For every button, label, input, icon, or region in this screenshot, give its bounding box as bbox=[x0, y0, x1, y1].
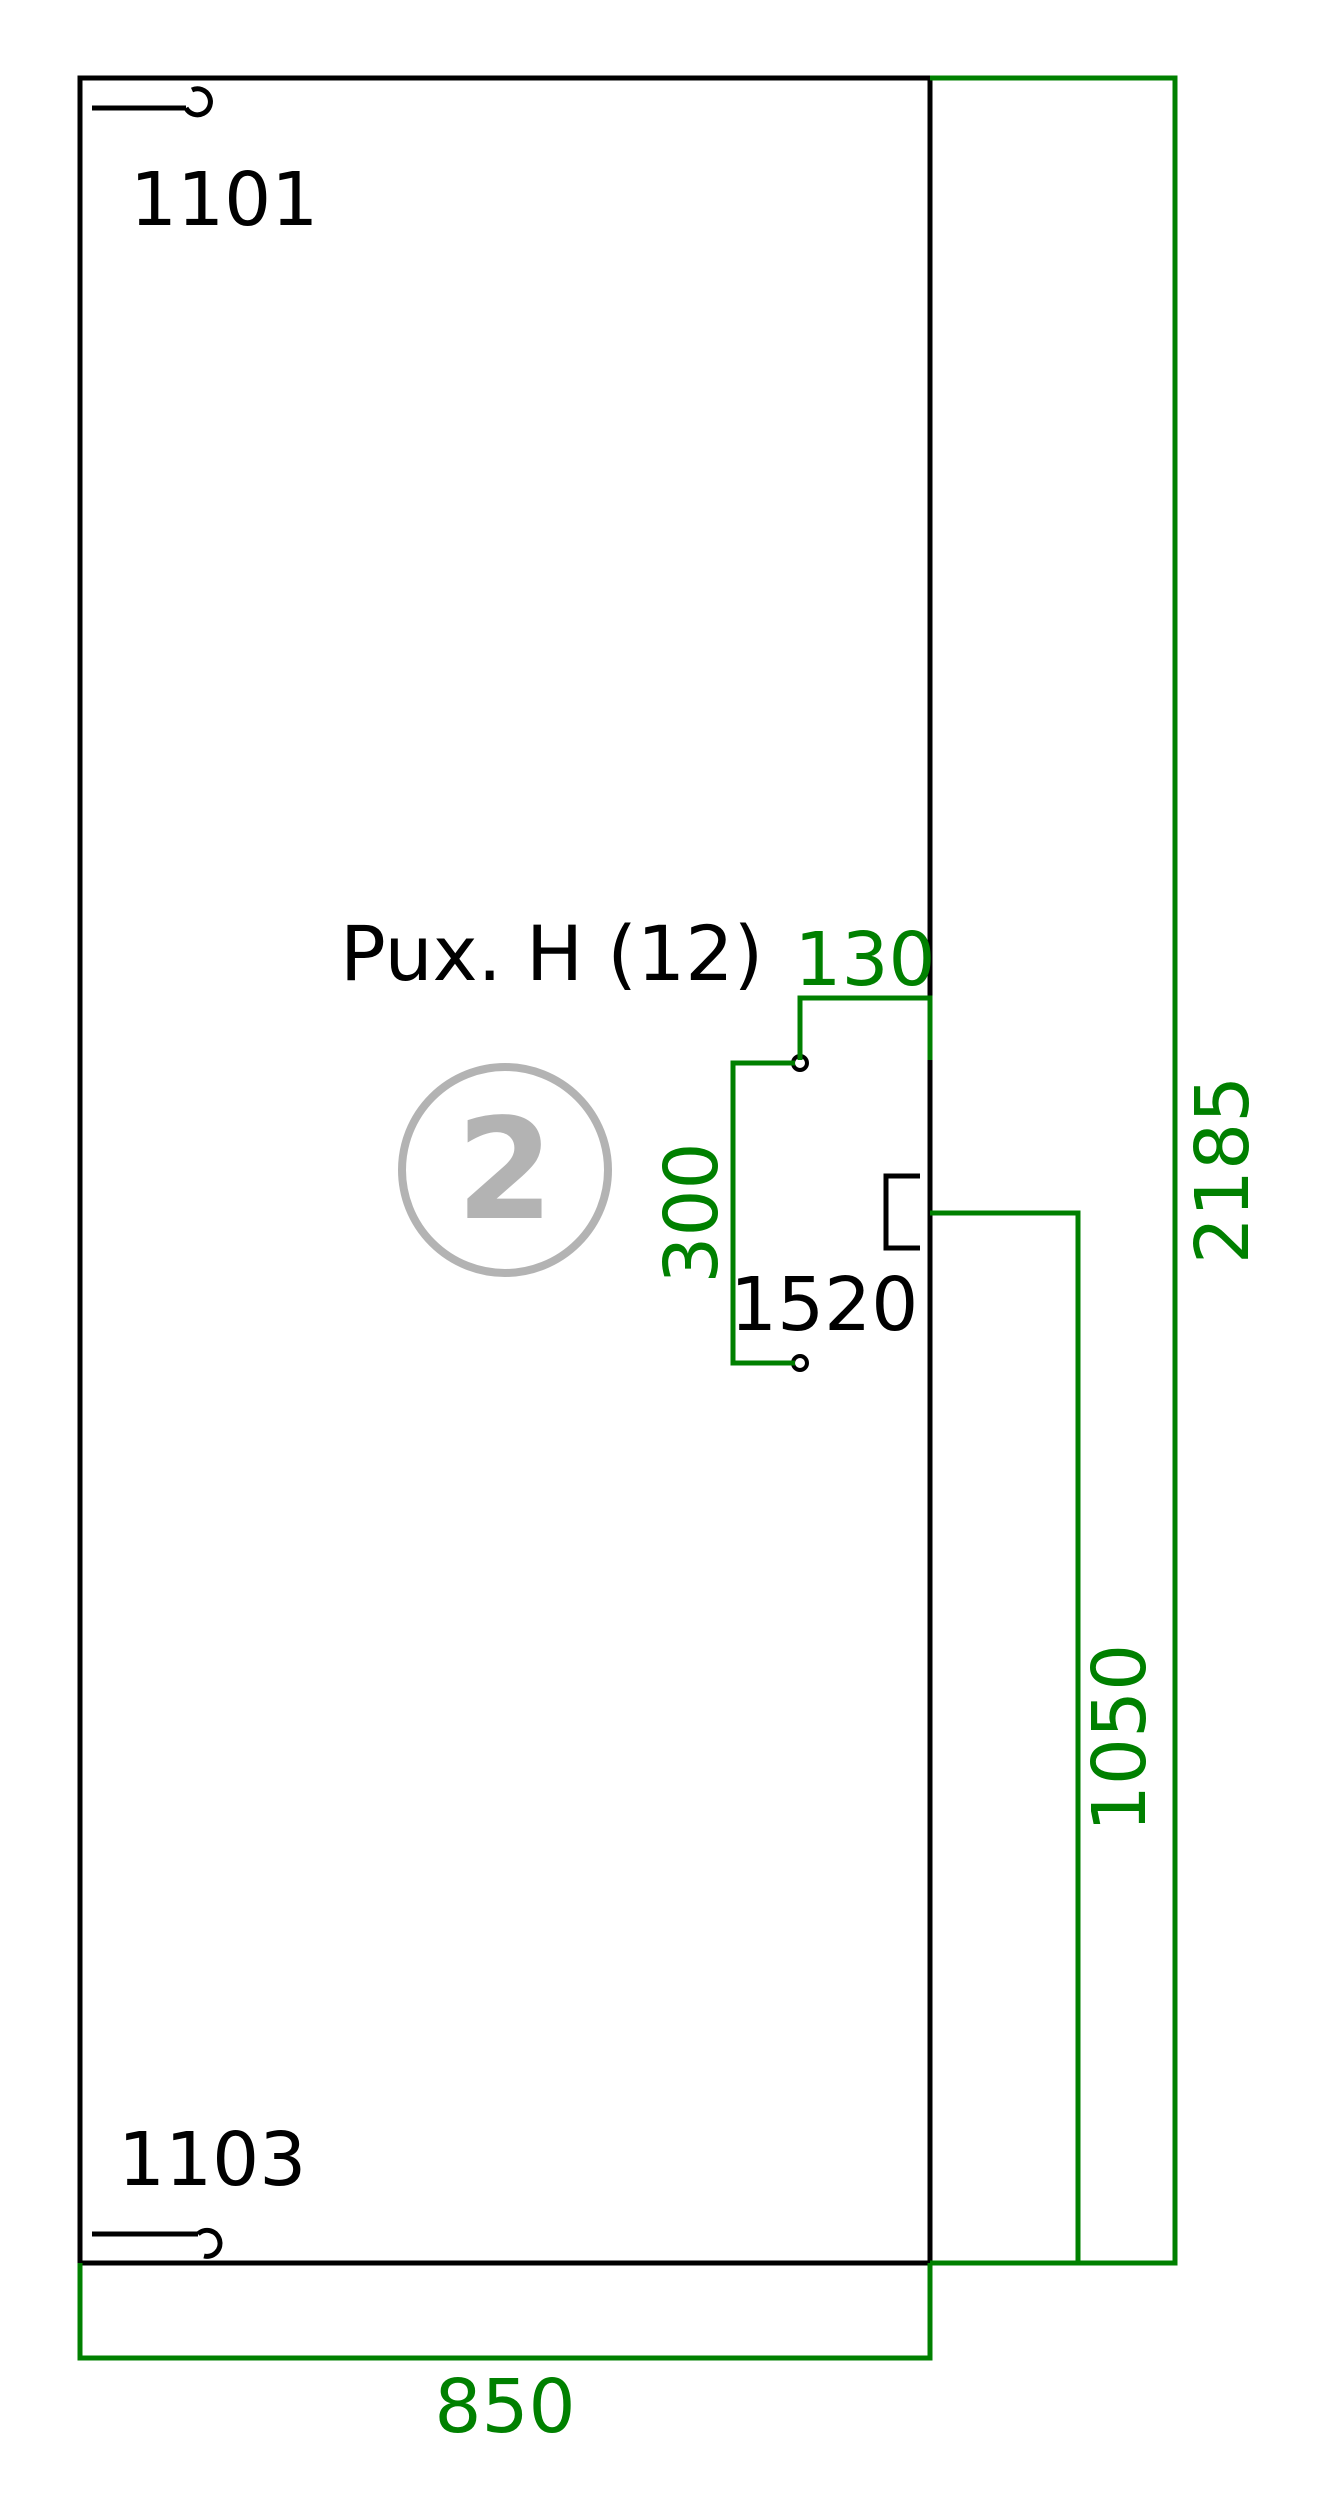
dimension-spacing-lines bbox=[730, 1060, 795, 1366]
bottom-hinge-label: 1103 bbox=[118, 2117, 306, 2203]
dimension-handle-height-label: 1050 bbox=[1077, 1644, 1163, 1832]
panel-number-badge-icon bbox=[398, 1063, 612, 1277]
panel-outline bbox=[77, 75, 933, 2266]
panel-number-label: 2 bbox=[456, 1089, 553, 1252]
dimension-width-label: 850 bbox=[434, 2364, 575, 2450]
dimension-handle-height-lines bbox=[930, 1210, 1081, 2266]
handle-code-label: 1520 bbox=[730, 1262, 918, 1348]
dimension-offset-label: 130 bbox=[794, 917, 935, 1003]
dimension-spacing-label: 300 bbox=[649, 1142, 735, 1283]
top-hinge-icon bbox=[92, 86, 213, 118]
handle-icon bbox=[883, 1173, 920, 1251]
top-hinge-label: 1101 bbox=[130, 157, 318, 243]
dimension-height-label: 2185 bbox=[1180, 1076, 1266, 1264]
dimension-offset-lines bbox=[797, 995, 933, 1060]
panel-name-label: Pux. H (12) bbox=[340, 909, 763, 998]
dimension-height-lines bbox=[930, 75, 1178, 2266]
bottom-hinge-icon bbox=[92, 2227, 223, 2259]
handle-hole-bottom bbox=[791, 1354, 809, 1372]
dimension-width-lines bbox=[77, 2263, 933, 2361]
